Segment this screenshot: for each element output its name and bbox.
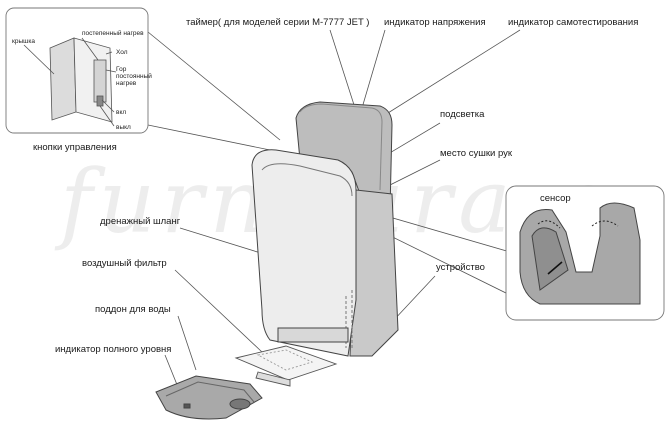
leader-panel-b (147, 124, 271, 151)
dryer-top-rim (299, 103, 383, 191)
panel-label-hot-constant: Гор постоянный нагрев (116, 66, 152, 87)
callout-control-buttons: кнопки управления (33, 142, 117, 153)
panel-lead-off (99, 105, 115, 127)
water-tray-part (155, 375, 263, 420)
leader-tray (177, 315, 197, 371)
panel-label-lid: крышка (12, 38, 35, 45)
leader-filter (174, 269, 263, 353)
panel-lead-on (101, 99, 115, 113)
callout-device: устройство (436, 262, 485, 273)
callout-full-level-indicator: индикатор полного уровня (55, 344, 172, 355)
leader-timer (329, 29, 356, 109)
tray-marker (183, 403, 191, 409)
tray-level-indicator (229, 398, 251, 410)
callout-water-tray: поддон для воды (95, 304, 171, 315)
panel-label-cold: Хол (116, 49, 128, 56)
dryer-top-back (295, 101, 393, 211)
panel-lid (49, 37, 77, 121)
hand-dryer-unit (251, 101, 399, 357)
panel-lead-hot (105, 69, 117, 73)
leader-device (391, 275, 436, 323)
callout-air-filter: воздушный фильтр (82, 258, 167, 269)
callout-voltage-indicator: индикатор напряжения (384, 17, 486, 28)
callout-hand-drying-area: место сушки рук (440, 148, 513, 159)
dryer-front-shell (251, 149, 357, 357)
dryer-drain-hose-path (345, 290, 353, 350)
panel-lead-heating (81, 37, 99, 61)
leader-selftest (379, 29, 521, 119)
leader-panel-a (147, 31, 281, 141)
panel-label-off: выкл (116, 124, 131, 131)
callout-drain-hose: дренажный шланг (100, 216, 181, 227)
panel-label-on: вкл (116, 109, 127, 116)
callout-backlight: подсветка (440, 109, 485, 120)
dryer-right-side (349, 189, 399, 357)
sensor-closeup (519, 202, 641, 305)
panel-lead-lid (23, 44, 55, 75)
panel-lead-cold (105, 51, 113, 55)
dryer-base-plate (277, 327, 349, 343)
callout-sensor: сенсор (540, 193, 571, 204)
callout-self-test-indicator: индикатор самотестирования (508, 17, 639, 28)
panel-toggle (96, 95, 104, 107)
dryer-opening-curve (261, 163, 353, 197)
air-filter-part (234, 345, 338, 387)
callout-timer: таймер( для моделей серии М-7777 JET ) (186, 17, 370, 28)
leader-voltage (361, 29, 386, 109)
panel-label-constant-heating: постепенный нагрев (82, 30, 144, 37)
